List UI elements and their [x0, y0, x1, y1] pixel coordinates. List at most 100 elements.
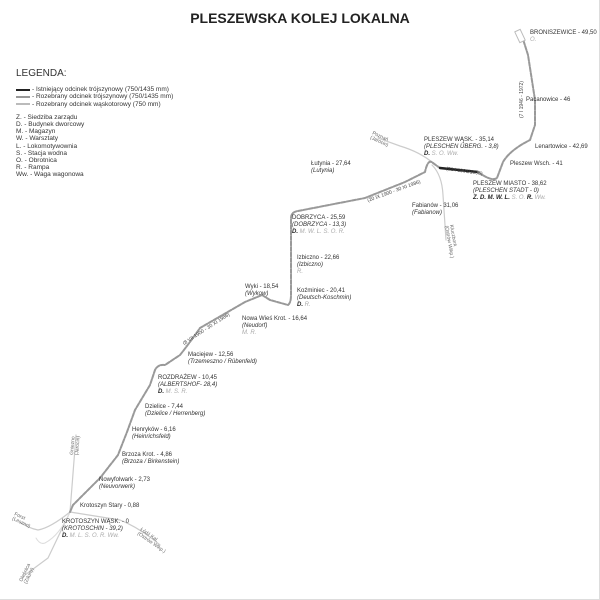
station-label: Koźminiec - 20,41(Deutsch-Koschmin)D. R. [297, 288, 351, 309]
legend: LEGENDA: - Istniejący odcinek trójszynow… [16, 68, 173, 179]
station-name: Wyki - 18,54 [245, 284, 279, 290]
station-label: Henryków - 6,16(Heinrichsfeld) [132, 427, 176, 441]
station-name: PLESZEW MIASTO - 38,62 [473, 181, 547, 187]
station-facilities: Z. D. M. W. L. S. O. R. Ww. [473, 195, 547, 202]
station-german-name: (Trzemeszno / Rübenfeld) [188, 359, 257, 365]
connection-forst: Forst(Leszno) [11, 511, 34, 529]
facility-codes: M. R. [242, 330, 257, 336]
station-name: BRONISZEWICE - 49,50 [530, 30, 597, 36]
facility-codes: S. O. [511, 195, 526, 201]
line-loop [35, 511, 71, 544]
facility-codes: S. O. Ww. [431, 151, 459, 157]
facility-codes: O. [530, 37, 537, 43]
facility-codes: R. [304, 302, 311, 308]
facility-codes: D. [424, 151, 430, 157]
station-german-name: (KROTOSCHIN - 39,2) [62, 526, 123, 532]
station-name: DOBRZYCA - 25,59 [292, 215, 346, 221]
station-german-name: (Fabianow) [412, 210, 443, 216]
station-facilities: D. R. [297, 302, 351, 309]
map-title: PLESZEWSKA KOLEJ LOKALNA [190, 10, 410, 26]
station-german-name: (DOBRZYCA - 13,3) [292, 222, 347, 228]
abbr-item: Ww. - Waga wagonowa [16, 171, 84, 179]
connection-olesnica: Oleśnica(Zduny) [18, 562, 36, 584]
station-name: PLESZEW WĄSK. - 35,14 [424, 137, 495, 143]
abbr-item: Z. - Siedziba zarządu [16, 113, 78, 121]
terminus-broniszewice [514, 28, 526, 44]
station-name: Pacanowice - 46 [526, 97, 571, 103]
facility-codes: Ww. [534, 195, 546, 201]
station-german-name: (Izbiczno) [297, 262, 324, 268]
station-name: Koźminiec - 20,41 [297, 288, 346, 294]
station-label: Maciejew - 12,56(Trzemeszno / Rübenfeld) [188, 352, 257, 366]
station-name: Nowyfolwark - 2,73 [99, 477, 151, 483]
station-german-name: (ALBERTSHOF- 28,4) [158, 382, 218, 388]
station-label: Izbiczno - 22,66(Izbiczno)R. [297, 255, 339, 276]
station-name: Izbiczno - 22,66 [297, 255, 340, 261]
abbreviations: Z. - Siedziba zarządu D. - Budynek dworc… [16, 114, 173, 179]
narrow-gauge-main-line [69, 160, 441, 513]
station-label: Pacanowice - 46 [526, 97, 570, 104]
connection-lodz: Łódź Kal.(Ostrów Wlkp.) [136, 527, 170, 555]
legend-heading: LEGENDA: [16, 68, 67, 79]
abbr-item: D. - Budynek dworcowy [16, 121, 85, 129]
station-label: PLESZEW WĄSK. - 35,14(PLESCHEN ÜBERG. - … [424, 137, 499, 158]
facility-codes: Z. D. M. W. L. [473, 195, 510, 201]
line-to-lodz [69, 511, 161, 546]
connection-kluczbork: Kluczbork(Ostrów Wlkp.) [443, 224, 460, 259]
legend-label: - Istniejący odcinek trójszynowy (750/14… [32, 86, 169, 94]
station-name: KROTOSZYN WĄSK. - 0 [62, 519, 129, 525]
abbr-item: M. - Magazyn [16, 128, 56, 136]
narrow-gauge-east-line [477, 35, 536, 181]
station-name: ROZDRAŻEW - 10,45 [158, 375, 218, 381]
station-label: KROTOSZYN WĄSK. - 0(KROTOSCHIN - 39,2)D.… [62, 519, 129, 540]
station-name: Lenartowice - 42,69 [535, 144, 588, 150]
legend-line-removed-narrow: - Rozebrany odcinek wąskotorowy (750 mm) [16, 101, 173, 108]
facility-codes: D. [158, 389, 164, 395]
station-facilities: D. S. O. Ww. [424, 151, 499, 158]
station-german-name: (Brzoza / Birkenstein) [122, 459, 180, 465]
station-label: DOBRZYCA - 25,59(DOBRZYCA - 13,3)D. M. W… [292, 215, 346, 236]
date-label: (21 I 1901/1906) [446, 166, 484, 177]
station-label: Lenartowice - 42,69 [535, 144, 588, 151]
facility-codes: D. [297, 302, 303, 308]
legend-line-existing: - Istniejący odcinek trójszynowy (750/14… [16, 86, 173, 93]
station-label: PLESZEW MIASTO - 38,62(PLESCHEN STADT - … [473, 181, 547, 202]
station-name: Brzoza Krot. - 4,86 [122, 452, 173, 458]
station-german-name: (PLESCHEN STADT - 0) [473, 188, 539, 194]
station-label: Nowa Wieś Krot. - 16,64(Neudorf)M. R. [242, 316, 307, 337]
line-to-forst [19, 511, 71, 531]
station-german-name: (PLESCHEN ÜBERG. - 3,8) [424, 144, 499, 150]
station-name: Maciejew - 12,56 [188, 352, 234, 358]
line-swatch [16, 88, 30, 91]
facility-codes: R. [297, 269, 303, 275]
station-facilities: D. M. W. L. S. O. R. [292, 229, 346, 236]
station-german-name: (Lutynia) [311, 168, 335, 174]
station-label: ROZDRAŻEW - 10,45(ALBERTSHOF- 28,4)D. M.… [158, 375, 217, 396]
facility-codes: M. S. R. [165, 389, 188, 395]
line-to-olesnica [24, 511, 71, 576]
station-german-name: (Heinrichsfeld) [132, 434, 171, 440]
station-german-name: (Dzielice / Herrenberg) [145, 411, 206, 417]
station-name: Nowa Wieś Krot. - 16,64 [242, 316, 308, 322]
line-swatch [16, 103, 30, 106]
station-german-name: (Neudorf) [242, 323, 268, 329]
station-label: Krotoszyn Stary - 0,88 [80, 503, 139, 510]
facility-codes: M. W. L. S. O. R. [299, 229, 345, 235]
station-label: Wyki - 18,54(Wykow) [245, 284, 278, 298]
abbr-item: W. - Warsztaty [16, 135, 59, 143]
legend-label: - Rozebrany odcinek wąskotorowy (750 mm) [32, 100, 161, 108]
existing-dual-gauge-segment [438, 166, 480, 174]
abbr-item: R. - Rampa [16, 164, 50, 172]
date-label: (7 I 1946 - 1972) [519, 81, 525, 118]
station-name: Łutynia - 27,64 [311, 161, 351, 167]
line-to-kluczbork [431, 164, 447, 241]
station-name: Dzielice - 7,44 [145, 404, 184, 410]
station-name: Pleszew Wsch. - 41 [510, 161, 563, 167]
date-label: (8 VII 1900 - 30 XI 1986) [182, 312, 231, 347]
connection-poznan: Poznań(Jarocin) [369, 130, 392, 148]
station-label: Brzoza Krot. - 4,86(Brzoza / Birkenstein… [122, 452, 179, 466]
station-label: Fabianów - 31,06(Fabianow) [412, 203, 458, 217]
station-label: Dzielice - 7,44(Dzielice / Herrenberg) [145, 404, 205, 418]
